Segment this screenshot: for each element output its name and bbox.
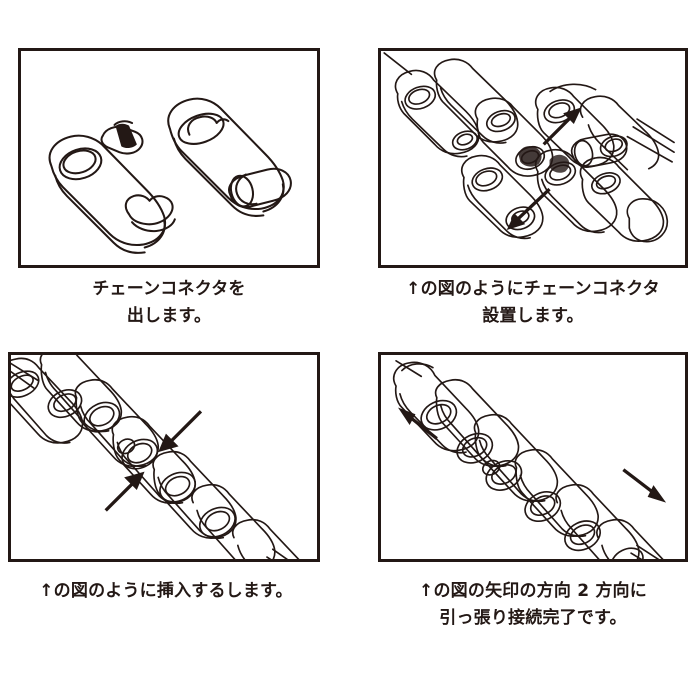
- panel-4-caption: ↑の図の矢印の方向 2 方向に 引っ張り接続完了です。: [419, 581, 647, 628]
- panel-2-frame: [378, 48, 688, 268]
- panel-3-frame: [8, 352, 320, 562]
- pull-arrow-up-left: [397, 407, 438, 440]
- panel-4-frame: [378, 352, 688, 562]
- panel-3-caption: ↑の図のように挿入するします。: [39, 581, 293, 601]
- panel-1-frame: [18, 48, 320, 268]
- insert-arrow-down-left: [158, 410, 203, 453]
- chain-insert-illustration: [11, 355, 300, 559]
- pull-arrow-down-right: [622, 468, 667, 503]
- chain-connector-install-illustration: [383, 52, 675, 243]
- insert-arrow-up-right: [104, 471, 145, 512]
- panel-2-caption: ↑の図のようにチェーンコネクタ 設置します。: [406, 279, 660, 326]
- install-arrow-up-right: [542, 83, 597, 146]
- panel-1-caption: チェーンコネクタを 出します。: [92, 279, 246, 326]
- chain-pull-complete-illustration: [392, 360, 667, 559]
- chain-connector-halves-illustration: [48, 97, 292, 254]
